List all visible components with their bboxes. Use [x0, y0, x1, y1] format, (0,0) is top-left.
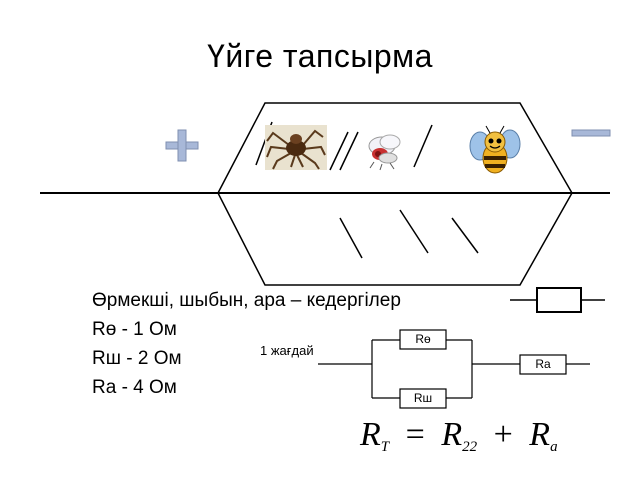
spider-icon [265, 125, 327, 170]
plus-sign-icon [165, 129, 199, 162]
lower-slash [339, 217, 363, 259]
formula-term1: R [441, 416, 463, 453]
definition-line: Rш - 2 Ом [92, 348, 182, 369]
upper-branch-wire [217, 102, 573, 194]
resistor-box [536, 287, 582, 313]
case-label: 1 жағдай [260, 343, 314, 358]
lower-slash [451, 217, 479, 254]
formula-term2: R [529, 416, 551, 453]
upper-slash [413, 124, 433, 168]
page-title: Үйге тапсырма [207, 38, 433, 74]
lower-branch-wire [217, 192, 573, 286]
formula-equals: = [405, 416, 425, 453]
definition-line: Ra - 4 Ом [92, 377, 177, 398]
resistor-ro-box [399, 329, 447, 350]
resistor-ra-label: Ra [535, 357, 551, 371]
circuit-wires [318, 339, 590, 399]
definition-line: Rө - 1 Ом [92, 319, 177, 340]
formula-term1-sub: 22 [462, 439, 478, 455]
formula-plus: + [493, 416, 513, 453]
resistor-rsh-box [399, 388, 447, 409]
formula-lhs: R [360, 416, 381, 453]
upper-slash [339, 131, 359, 171]
formula-lhs-sub: T [380, 439, 390, 455]
resistor-ra-box [519, 354, 567, 375]
definition-line: Өрмекші, шыбын, ара – кедергілер [92, 290, 401, 311]
bee-icon [469, 125, 521, 174]
minus-sign-icon [571, 129, 611, 137]
lower-slash [399, 209, 429, 254]
formula: RT = R22 + Ra [360, 416, 558, 456]
formula-term2-sub: a [550, 439, 558, 455]
fly-icon [368, 134, 401, 171]
resistor-ro-label: Rө [415, 332, 431, 346]
upper-slash [329, 131, 349, 171]
resistor-rsh-label: Rш [413, 391, 433, 405]
